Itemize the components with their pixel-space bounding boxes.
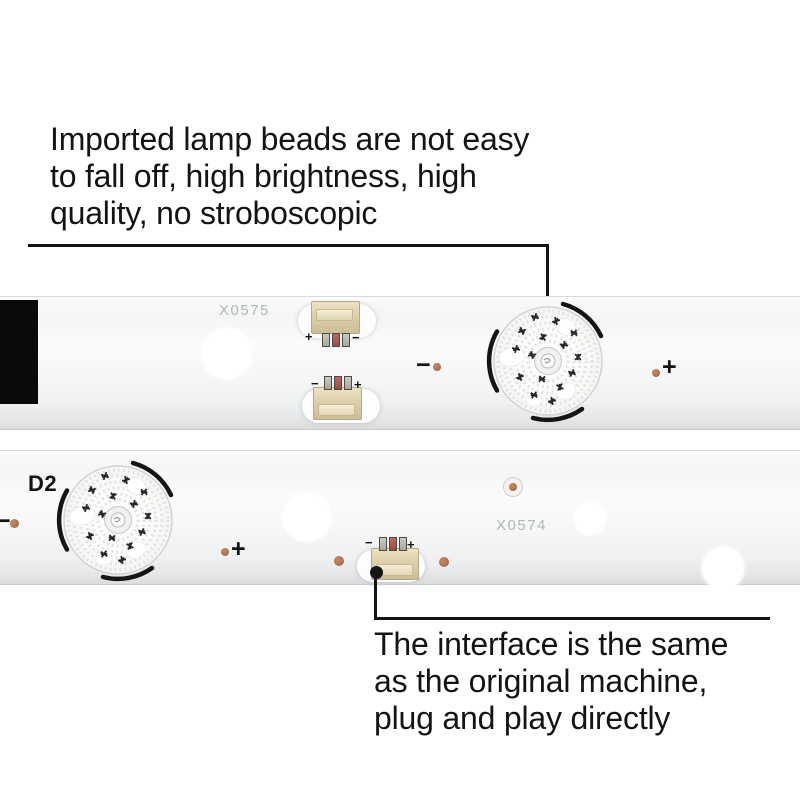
pin <box>332 333 340 347</box>
mounting-hole <box>574 502 606 534</box>
copper-solder-pad <box>433 363 441 371</box>
polarity-plus: + <box>662 353 677 381</box>
callout-top-horizontal-line <box>28 244 549 247</box>
led-designator-label: D2 <box>28 471 58 496</box>
led-lens <box>56 458 180 582</box>
connector-ridge <box>316 309 353 321</box>
part-number-label-bottom: X0574 <box>496 517 547 534</box>
copper-solder-pad <box>334 556 344 566</box>
polarity-minus: − <box>352 330 360 345</box>
polarity-minus: − <box>416 351 431 379</box>
pin <box>342 333 350 347</box>
pin <box>399 537 407 551</box>
part-number-label-top: X0575 <box>219 302 270 319</box>
mounting-hole <box>283 493 331 541</box>
connector-pins <box>324 376 354 390</box>
callout-bottom-vertical-line <box>374 572 377 620</box>
led-lens <box>486 299 610 423</box>
annotation-top-line-1: Imported lamp beads are not easy <box>50 121 530 157</box>
polarity-plus: + <box>231 535 246 563</box>
pin <box>334 376 342 390</box>
copper-solder-pad <box>439 557 449 567</box>
led-strip-bottom: − D2 + − + X0574 <box>0 450 800 589</box>
pin <box>322 333 330 347</box>
callout-top-vertical-line <box>546 244 549 314</box>
annotation-top-line-2: to fall off, high brightness, high <box>50 158 477 194</box>
annotation-bottom-line-3: plug and play directly <box>374 700 671 736</box>
polarity-plus: + <box>305 329 313 344</box>
black-tape <box>0 300 38 404</box>
mounting-hole <box>702 547 744 589</box>
polarity-plus: + <box>407 537 415 552</box>
copper-solder-pad <box>221 548 229 556</box>
pin <box>379 537 387 551</box>
led-strip-top: X0575 + − − + − <box>0 296 800 430</box>
polarity-plus: + <box>354 377 362 392</box>
annotation-bottom: The interface is the same as the origina… <box>374 626 728 737</box>
pin <box>324 376 332 390</box>
annotation-bottom-line-2: as the original machine, <box>374 663 708 699</box>
connector-pins <box>322 333 352 347</box>
wire-connector-lower <box>313 387 362 420</box>
polarity-minus: − <box>365 535 373 550</box>
connector-ridge <box>318 404 355 416</box>
mounting-hole <box>202 329 252 379</box>
copper-solder-pad <box>509 483 517 491</box>
connector-pins <box>379 537 409 551</box>
polarity-minus: − <box>0 507 11 535</box>
copper-pad-with-ring <box>503 477 523 497</box>
annotation-top: Imported lamp beads are not easy to fall… <box>50 121 529 232</box>
polarity-minus: − <box>311 376 319 391</box>
copper-solder-pad <box>10 519 19 528</box>
annotation-top-line-3: quality, no stroboscopic <box>50 195 378 231</box>
wire-connector-upper <box>311 301 360 334</box>
pin <box>344 376 352 390</box>
pin <box>389 537 397 551</box>
callout-bottom-horizontal-line <box>374 617 770 620</box>
annotation-bottom-line-1: The interface is the same <box>374 626 729 662</box>
copper-solder-pad <box>652 369 660 377</box>
